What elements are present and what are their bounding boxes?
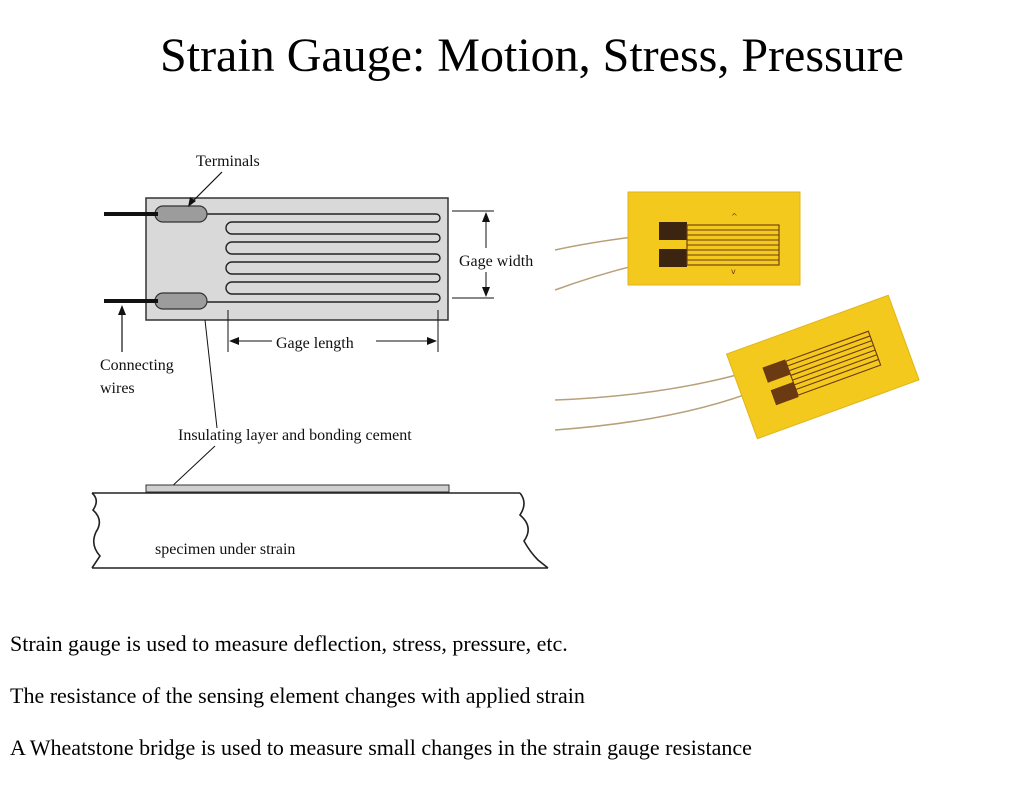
insulating-layer-strip (145, 484, 450, 493)
strain-gauge-photo-lower (554, 294, 920, 440)
bullet-item: Strain gauge is used to measure deflecti… (10, 631, 568, 656)
terminals-label: Terminals (196, 153, 260, 170)
bullet-list: Strain gauge is used to measure deflecti… (10, 630, 752, 786)
gage-length-label: Gage length (276, 335, 354, 352)
strain-gauge-diagram: Terminals Gage width Gage length Connect… (91, 153, 920, 569)
slide-title: Strain Gauge: Motion, Stress, Pressure (160, 29, 904, 82)
connecting-wires-label-line2: wires (100, 380, 135, 397)
bullet-item: A Wheatstone bridge is used to measure s… (10, 735, 752, 760)
specimen-label: specimen under strain (155, 541, 295, 558)
strain-gauge-photo-upper: ^ v (554, 191, 801, 291)
specimen-outline (91, 492, 549, 569)
svg-text:v: v (731, 267, 736, 276)
svg-text:^: ^ (731, 212, 738, 221)
terminal-bottom (154, 292, 208, 310)
connecting-wires-label-line1: Connecting (100, 357, 174, 374)
bullet-item: The resistance of the sensing element ch… (10, 683, 585, 708)
gage-width-label: Gage width (459, 253, 533, 270)
gauge-grid (206, 213, 441, 303)
insulating-layer-label: Insulating layer and bonding cement (178, 427, 412, 444)
terminal-top (154, 205, 208, 223)
